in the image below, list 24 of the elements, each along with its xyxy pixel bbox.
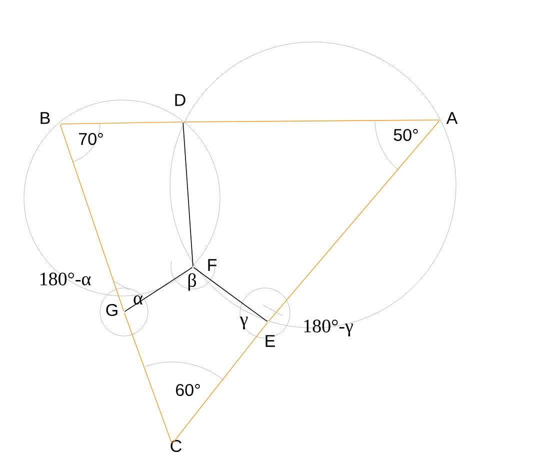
line-segment [60,124,124,312]
angle-label: 70° [79,132,103,146]
line-segment [193,267,268,322]
line-segment [124,267,193,312]
line-segment [268,120,440,322]
angle-label: 180°-α [40,272,91,286]
line-segment [124,312,172,444]
point-label: D [175,94,186,106]
point-label: C [170,440,182,452]
angle-label: α [134,295,143,305]
point-label: F [208,259,217,271]
angle-label: β [188,273,196,291]
point-label: G [106,304,118,316]
line-segment [172,322,268,444]
point-label: B [40,112,50,124]
point-label: A [446,112,458,124]
angle-label: 180°-γ [304,320,353,336]
angle-label: γ [240,316,248,330]
point-label: E [266,335,275,347]
line-segment [182,122,194,267]
angle-label: 60° [176,384,200,396]
line-segment [60,122,183,124]
angle-label: 50° [394,128,418,142]
line-segment [183,120,440,122]
